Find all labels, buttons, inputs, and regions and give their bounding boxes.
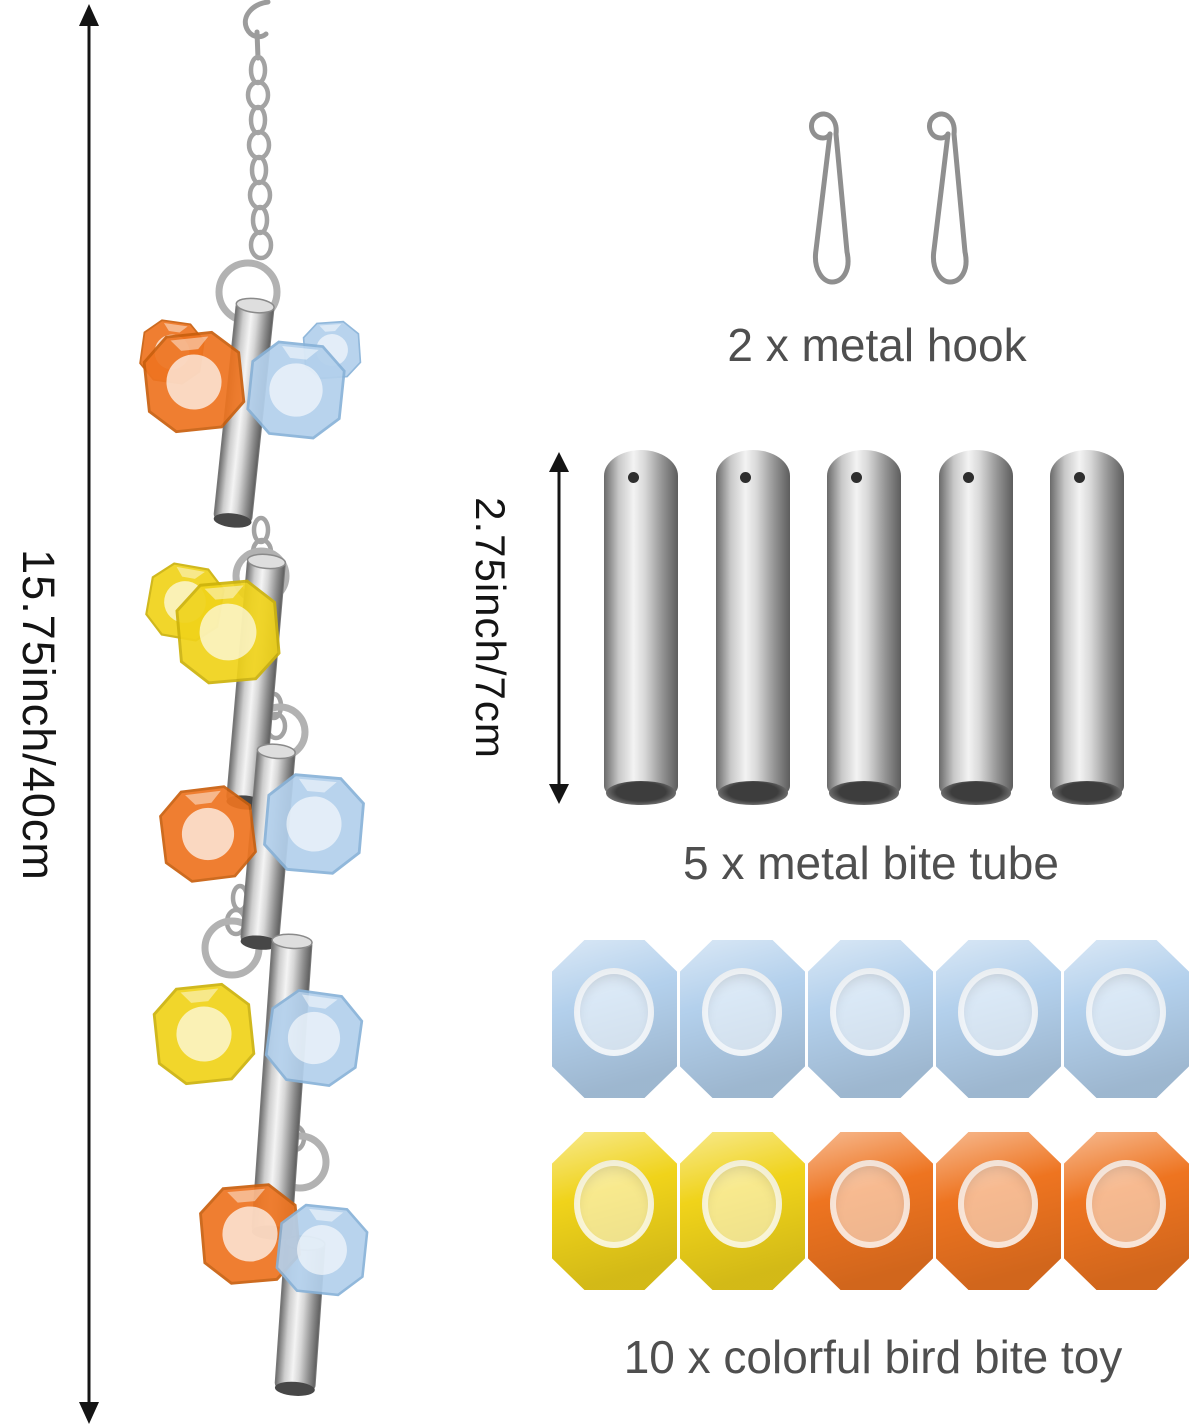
ring-hole	[830, 968, 910, 1056]
ring-hole	[830, 1160, 910, 1248]
bite-toy-ring-yellow	[552, 1132, 677, 1290]
bite-toy-grid	[552, 940, 1189, 1290]
tube-hole-icon	[739, 472, 751, 483]
tube-hole-icon	[1074, 472, 1085, 483]
ring-hole	[574, 1160, 654, 1248]
metal-bite-tube	[1050, 450, 1124, 805]
ring-hole	[1086, 1160, 1166, 1248]
crystal-bead-orange	[159, 785, 257, 883]
bite-toy-ring-orange	[1064, 1132, 1189, 1290]
bite-toy-ring-blue	[936, 940, 1061, 1098]
metal-bite-tube	[715, 450, 790, 805]
tube-hole-icon	[962, 472, 974, 483]
tube-hole-icon	[851, 472, 862, 483]
metal-hook-icon	[809, 111, 851, 285]
crystal-bead-orange	[142, 330, 246, 434]
ring-hole	[958, 1160, 1038, 1248]
metal-hook-icon	[927, 111, 969, 285]
tube-opening	[940, 781, 1011, 805]
bite-toy-ring-blue	[680, 940, 805, 1098]
metal-bite-tube	[604, 450, 678, 805]
metal-tubes-group	[604, 450, 1124, 805]
crystal-bead-blue	[246, 340, 346, 440]
crystal-bead-blue	[264, 989, 364, 1087]
bite-toy-ring-blue	[552, 940, 677, 1098]
crystal-bead-yellow	[152, 982, 256, 1086]
tube-height-dimension-arrow	[549, 452, 569, 804]
toy-height-label: 15.75inch/40cm	[13, 549, 64, 881]
bite-toy-ring-orange	[936, 1132, 1061, 1290]
crystal-bead-blue	[263, 773, 365, 875]
ring-hole	[574, 968, 654, 1056]
ring-hole	[702, 968, 782, 1056]
ring-hole	[958, 968, 1038, 1056]
crystal-bead-yellow	[175, 579, 281, 685]
tube-height-label: 2.75inch/7cm	[467, 497, 514, 759]
metal-bite-tube	[827, 450, 901, 805]
crystal-bead-orange	[199, 1183, 301, 1285]
hanger-hook-icon	[243, 0, 271, 61]
hooks-caption: 2 x metal hook	[727, 319, 1027, 371]
bite-toy-row	[552, 940, 1189, 1098]
ring-hole	[702, 1160, 782, 1248]
tubes-caption: 5 x metal bite tube	[683, 837, 1059, 889]
hanging-toy-illustration	[139, 0, 369, 1396]
tube-opening	[829, 781, 899, 805]
metal-hooks-group	[798, 108, 978, 290]
tube-hole-icon	[628, 472, 639, 483]
bite-toy-ring-blue	[1064, 940, 1189, 1098]
toy-height-dimension-arrow	[79, 4, 99, 1424]
bite-toys-caption: 10 x colorful bird bite toy	[623, 1331, 1123, 1383]
tube-opening	[606, 781, 676, 805]
bite-toy-ring-orange	[808, 1132, 933, 1290]
metal-bite-tube	[938, 450, 1013, 805]
crystal-bead-blue	[275, 1203, 369, 1297]
ring-hole	[1086, 968, 1166, 1056]
bite-toy-ring-yellow	[680, 1132, 805, 1290]
bite-toy-ring-blue	[808, 940, 933, 1098]
bite-toy-row	[552, 1132, 1189, 1290]
tube-opening	[1052, 781, 1122, 805]
tube-opening	[717, 781, 788, 805]
